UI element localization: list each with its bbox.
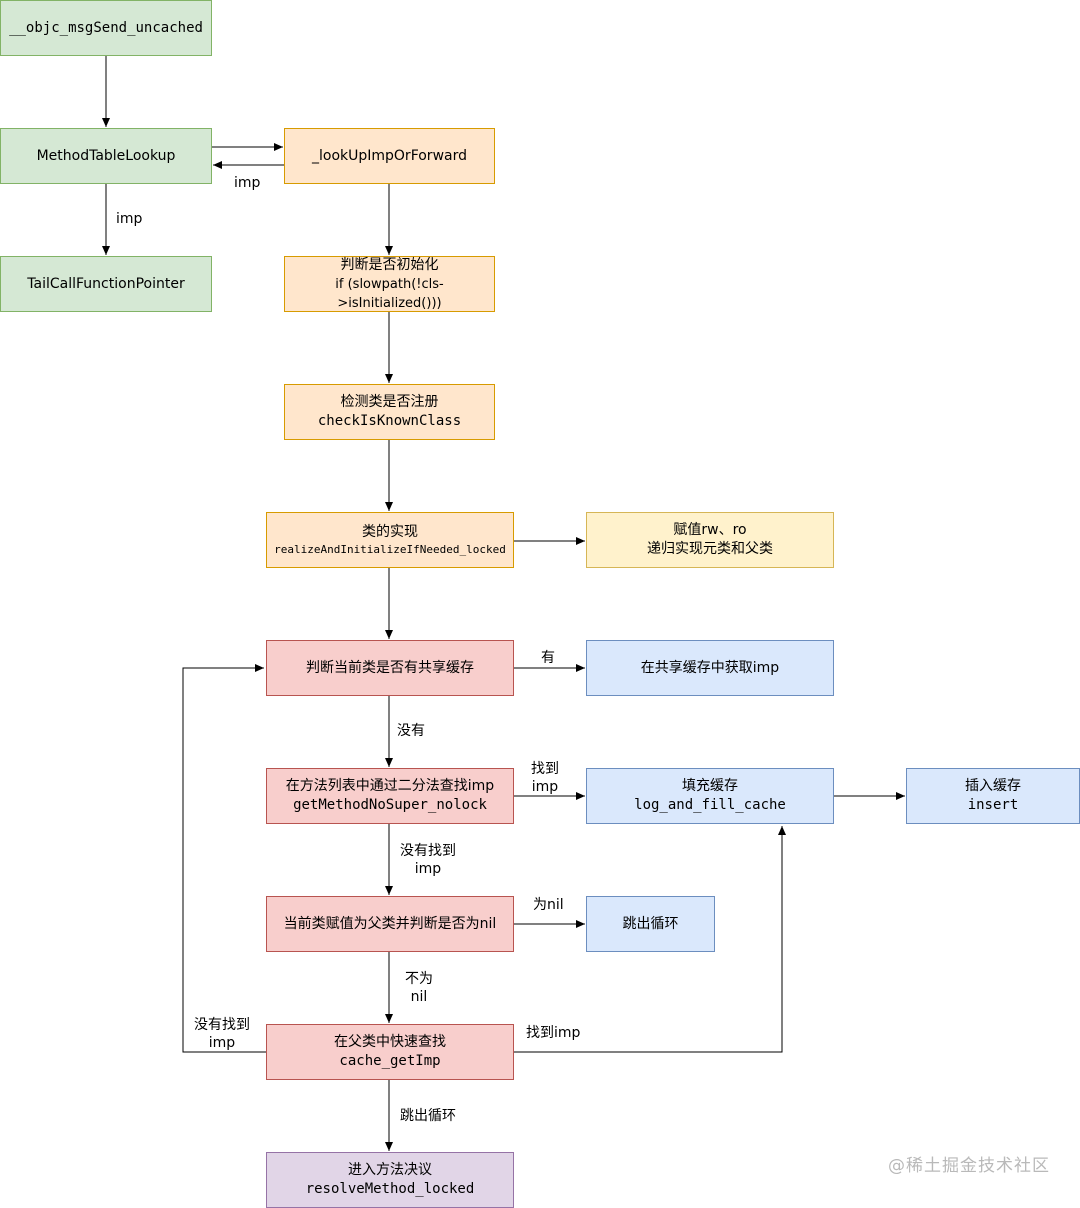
edge-label-imp-return: imp <box>234 175 261 191</box>
edge-label-found-imp-super: 找到imp <box>526 1025 581 1041</box>
node-realize-class-line1: 类的实现 <box>362 524 418 540</box>
node-insert-cache: 插入缓存 insert <box>906 768 1080 824</box>
node-tail-call-function-pointer-text: TailCallFunctionPointer <box>27 275 185 292</box>
edge-label-break-loop: 跳出循环 <box>400 1108 456 1124</box>
node-assign-superclass-text: 当前类赋值为父类并判断是否为nil <box>283 915 497 932</box>
node-check-shared-cache-text: 判断当前类是否有共享缓存 <box>306 659 474 676</box>
node-check-known-class-line1: 检测类是否注册 <box>340 394 439 410</box>
edge-super-found-to-fill <box>514 826 786 1053</box>
node-fill-cache: 填充缓存 log_and_fill_cache <box>586 768 834 824</box>
node-method-table-lookup: MethodTableLookup <box>0 128 212 184</box>
node-superclass-cache-lookup-line1: 在父类中快速查找 <box>334 1034 446 1050</box>
edge-label-loop-not-found: 没有找到 imp <box>194 1016 250 1052</box>
node-check-initialized-line2: if (slowpath(!cls->isInitialized())) <box>335 276 444 311</box>
edge-label-not-found-imp-line1: 没有找到 <box>400 843 456 859</box>
edge-label-not-found-imp: 没有找到 imp <box>400 842 456 878</box>
node-break-loop-text: 跳出循环 <box>622 915 679 932</box>
node-fill-cache-line1: 填充缓存 <box>682 778 738 794</box>
edge-label-found-imp: 找到 imp <box>531 760 559 796</box>
edge-label-not-nil-line2: nil <box>410 989 428 1005</box>
node-lookup-imp-or-forward: _lookUpImpOrForward <box>284 128 495 184</box>
node-check-initialized: 判断是否初始化 if (slowpath(!cls->isInitialized… <box>284 256 495 312</box>
node-objc-msgsend-uncached-text: __objc_msgSend_uncached <box>9 19 203 36</box>
node-resolve-method-line2: resolveMethod_locked <box>305 1181 475 1197</box>
node-check-known-class: 检测类是否注册 checkIsKnownClass <box>284 384 495 440</box>
edge-label-not-found-imp-line2: imp <box>414 861 442 877</box>
node-get-imp-shared-cache-text: 在共享缓存中获取imp <box>640 659 780 676</box>
edge-loop-back <box>182 664 266 1053</box>
node-check-shared-cache: 判断当前类是否有共享缓存 <box>266 640 514 696</box>
node-check-initialized-line1: 判断是否初始化 <box>340 256 439 273</box>
node-insert-cache-line2: insert <box>967 797 1019 813</box>
edge-label-is-nil: 为nil <box>533 897 564 913</box>
node-get-imp-shared-cache: 在共享缓存中获取imp <box>586 640 834 696</box>
node-superclass-cache-lookup: 在父类中快速查找 cache_getImp <box>266 1024 514 1080</box>
node-superclass-cache-lookup-line2: cache_getImp <box>339 1053 441 1069</box>
node-check-known-class-line2: checkIsKnownClass <box>317 413 462 429</box>
edge-label-found-imp-line2: imp <box>531 779 559 795</box>
node-fill-cache-line2: log_and_fill_cache <box>634 797 786 813</box>
watermark: @稀土掘金技术社区 <box>888 1156 1050 1176</box>
node-insert-cache-line1: 插入缓存 <box>965 778 1021 794</box>
node-assign-rw-ro-line2: 递归实现元类和父类 <box>647 541 773 557</box>
edge-label-loop-not-found-line2: imp <box>208 1035 236 1051</box>
node-assign-superclass: 当前类赋值为父类并判断是否为nil <box>266 896 514 952</box>
edge-label-none: 没有 <box>397 723 425 739</box>
node-method-table-lookup-text: MethodTableLookup <box>36 147 176 164</box>
node-break-loop: 跳出循环 <box>586 896 715 952</box>
node-objc-msgsend-uncached: __objc_msgSend_uncached <box>0 0 212 56</box>
node-binary-search-line1: 在方法列表中通过二分法查找imp <box>285 778 495 794</box>
node-assign-rw-ro: 赋值rw、ro 递归实现元类和父类 <box>586 512 834 568</box>
node-realize-class: 类的实现 realizeAndInitializeIfNeeded_locked <box>266 512 514 568</box>
node-binary-search-line2: getMethodNoSuper_nolock <box>293 797 487 813</box>
node-assign-rw-ro-line1: 赋值rw、ro <box>673 522 747 538</box>
edge-label-not-nil-line1: 不为 <box>405 971 433 987</box>
edge-label-found-imp-line1: 找到 <box>531 761 559 777</box>
node-realize-class-line2: realizeAndInitializeIfNeeded_locked <box>274 543 506 556</box>
edge-label-loop-not-found-line1: 没有找到 <box>194 1017 250 1033</box>
node-resolve-method: 进入方法决议 resolveMethod_locked <box>266 1152 514 1208</box>
node-tail-call-function-pointer: TailCallFunctionPointer <box>0 256 212 312</box>
node-lookup-imp-or-forward-text: _lookUpImpOrForward <box>312 147 467 164</box>
node-binary-search: 在方法列表中通过二分法查找imp getMethodNoSuper_nolock <box>266 768 514 824</box>
edge-label-not-nil: 不为 nil <box>405 970 433 1006</box>
edge-label-has: 有 <box>541 650 555 666</box>
node-resolve-method-line1: 进入方法决议 <box>348 1162 432 1178</box>
edge-label-imp-down: imp <box>116 211 143 227</box>
